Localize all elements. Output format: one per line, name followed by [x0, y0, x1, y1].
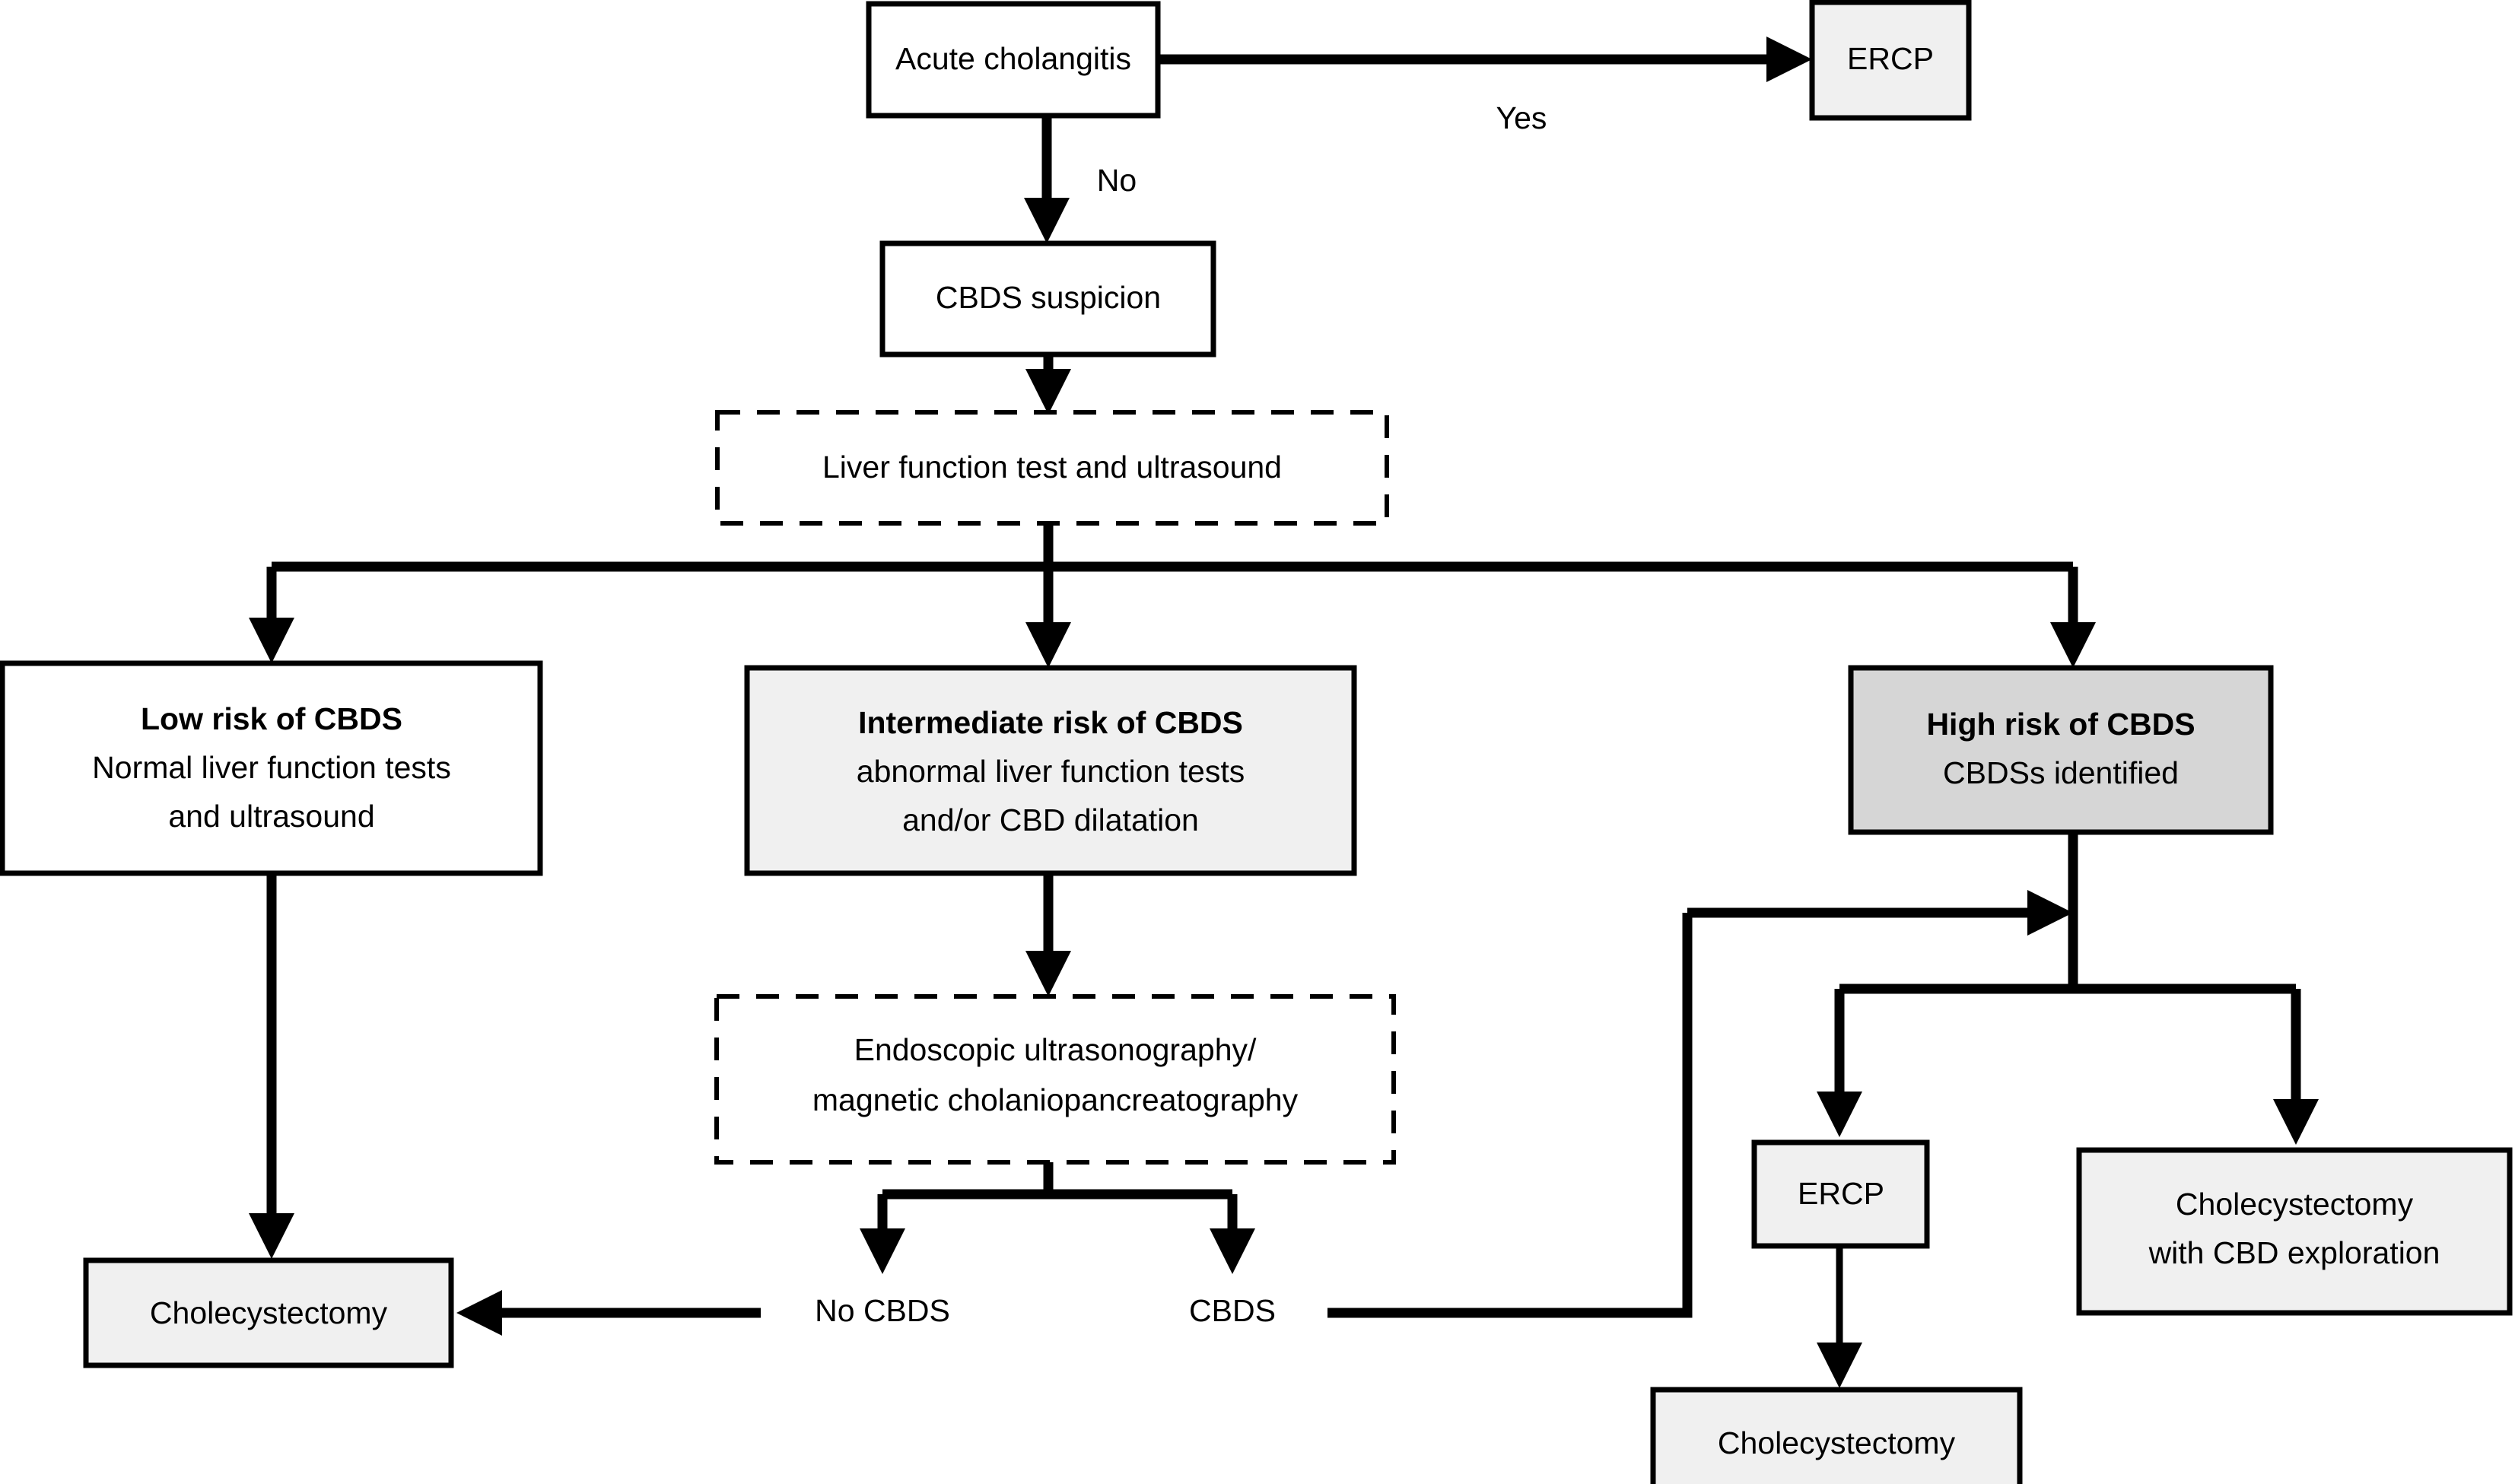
low-risk-title: Low risk of CBDS — [141, 701, 402, 736]
high-risk-line1: CBDSs identified — [1943, 755, 2179, 790]
arrowhead-eus-to-cbds — [1210, 1228, 1255, 1274]
node-cbds-suspicion[interactable]: CBDS suspicion — [879, 240, 1216, 357]
low-risk-line2: and ultrasound — [168, 799, 374, 834]
arrowhead-bus-to-high — [2050, 622, 2096, 668]
node-eus-mrcp[interactable]: Endoscopic ultrasonography/ magnetic cho… — [714, 994, 1396, 1165]
arrowhead-suspicion-to-lft — [1025, 369, 1071, 415]
cbds-suspicion-label: CBDS suspicion — [936, 280, 1161, 315]
node-intermediate-risk[interactable]: Intermediate risk of CBDS abnormal liver… — [744, 665, 1357, 876]
connector-layer — [249, 37, 2319, 1388]
ercp-right-label: ERCP — [1798, 1176, 1884, 1211]
arrowhead-low-to-chole — [249, 1213, 294, 1259]
arrowhead-eus-to-nocbds — [860, 1228, 905, 1274]
arrowhead-acute-to-suspicion — [1024, 198, 1070, 243]
arrowhead-intermediate-to-eus — [1025, 951, 1071, 996]
cholecystectomy-left-box[interactable] — [83, 1257, 454, 1368]
arrowhead-ercp-to-chole-bottom — [1817, 1343, 1862, 1388]
edge-label-no: No — [1097, 163, 1137, 198]
cholecystectomy-bottom-box[interactable] — [1650, 1387, 2023, 1484]
high-risk-title: High risk of CBDS — [1926, 707, 2195, 742]
cholecystectomy-cbd-line2: with CBD exploration — [2148, 1235, 2440, 1270]
arrowhead-cbds-join — [2027, 890, 2073, 936]
arrowhead-bus-to-low — [249, 618, 294, 663]
arrowhead-bus-to-chole-cbd — [2273, 1099, 2319, 1145]
node-liver-function-test[interactable]: Liver function test and ultrasound — [715, 410, 1389, 526]
node-ercp-right[interactable]: ERCP — [1751, 1139, 1930, 1249]
node-low-risk[interactable]: Low risk of CBDS Normal liver function t… — [0, 660, 543, 876]
node-ercp-top[interactable]: ERCP — [1809, 0, 1972, 121]
ercp-right-box[interactable] — [1751, 1139, 1930, 1249]
eus-mrcp-box[interactable] — [714, 994, 1396, 1165]
high-risk-box[interactable] — [1848, 665, 2274, 835]
cholecystectomy-left-label: Cholecystectomy — [150, 1295, 388, 1330]
cbds-suspicion-box[interactable] — [879, 240, 1216, 357]
edge-cbds-to-highrisk-trunk — [1327, 913, 1693, 1318]
node-high-risk[interactable]: High risk of CBDS CBDSs identified — [1848, 665, 2274, 835]
arrowhead-bus-to-ercp-right — [1817, 1092, 1862, 1137]
arrowhead-acute-to-ercp — [1766, 37, 1812, 82]
acute-cholangitis-box[interactable] — [866, 1, 1161, 119]
liver-function-test-label: Liver function test and ultrasound — [822, 450, 1282, 485]
node-cholecystectomy-left[interactable]: Cholecystectomy — [83, 1257, 454, 1368]
edge-label-no-cbds: No CBDS — [815, 1293, 950, 1328]
acute-cholangitis-label: Acute cholangitis — [895, 41, 1131, 76]
cholecystectomy-cbd-box[interactable] — [2076, 1147, 2513, 1316]
node-cholecystectomy-cbd[interactable]: Cholecystectomy with CBD exploration — [2076, 1147, 2513, 1316]
arrowhead-bus-to-intermediate — [1025, 622, 1071, 668]
eus-mrcp-line2: magnetic cholaniopancreatography — [812, 1082, 1299, 1117]
low-risk-line1: Normal liver function tests — [92, 750, 451, 785]
low-risk-box[interactable] — [0, 660, 543, 876]
edge-label-yes: Yes — [1496, 100, 1547, 135]
ercp-top-box[interactable] — [1809, 0, 1972, 121]
arrowhead-nocbds-to-chole — [456, 1290, 502, 1336]
ercp-top-label: ERCP — [1847, 41, 1934, 76]
intermediate-risk-box[interactable] — [744, 665, 1357, 876]
liver-function-test-box[interactable] — [715, 410, 1389, 526]
eus-mrcp-line1: Endoscopic ultrasonography/ — [854, 1032, 1257, 1067]
node-acute-cholangitis[interactable]: Acute cholangitis — [866, 1, 1161, 119]
intermediate-risk-line1: abnormal liver function tests — [857, 754, 1245, 789]
intermediate-risk-title: Intermediate risk of CBDS — [858, 705, 1243, 740]
intermediate-risk-line2: and/or CBD dilatation — [902, 802, 1199, 837]
cholecystectomy-cbd-line1: Cholecystectomy — [2176, 1187, 2414, 1222]
node-cholecystectomy-bottom[interactable]: Cholecystectomy — [1650, 1387, 2023, 1484]
edge-label-cbds: CBDS — [1189, 1293, 1276, 1328]
cholecystectomy-bottom-label: Cholecystectomy — [1718, 1425, 1956, 1460]
